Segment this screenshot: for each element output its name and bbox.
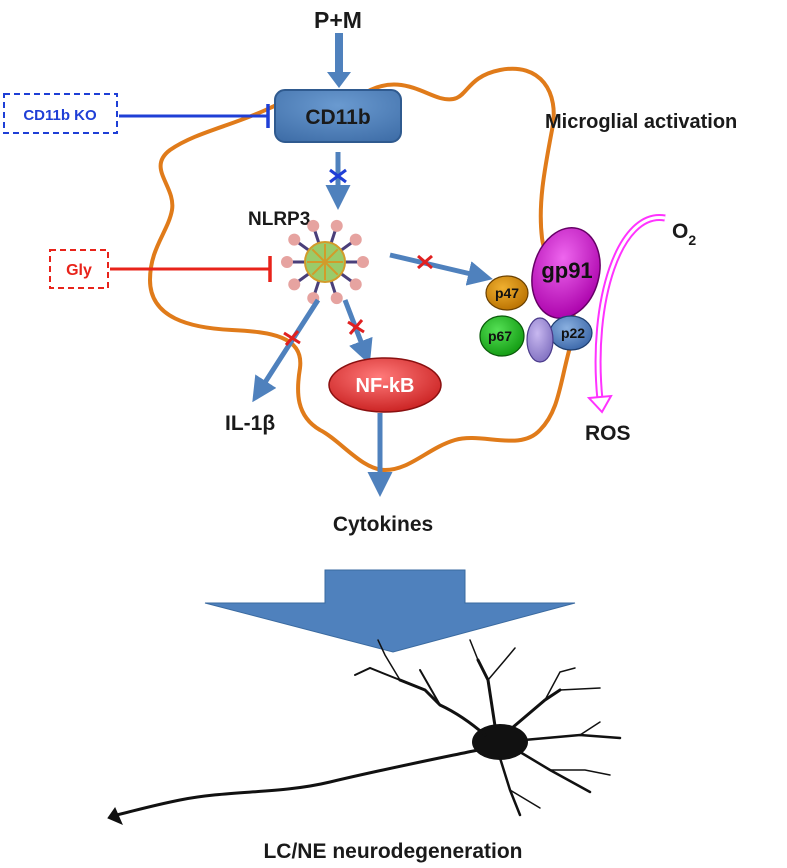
gly-inhibition-line xyxy=(110,256,272,282)
nfkb-node xyxy=(328,357,442,413)
nlrp3-tip xyxy=(288,278,301,291)
nlrp3-tip xyxy=(357,256,369,268)
microglial-activation-label: Microglial activation xyxy=(545,111,737,133)
red-block-x-icon xyxy=(283,330,301,346)
nadph-oxidase-complex xyxy=(479,227,601,363)
red-block-x-icon xyxy=(347,319,365,335)
nlrp3-tip xyxy=(330,292,343,305)
input-label: P+M xyxy=(314,7,362,33)
outcome-label: LC/NE neurodegeneration xyxy=(263,840,522,863)
cd11b-ko-inhibition-line xyxy=(119,104,270,128)
gly-label: Gly xyxy=(66,262,92,279)
cd11b-ko-box xyxy=(3,93,118,134)
cd11b-ko-label: CD11b KO xyxy=(23,107,97,124)
nlrp3-label: NLRP3 xyxy=(248,209,310,230)
nlrp3-to-nox-arrow xyxy=(389,252,493,286)
nlrp3-to-il1b-arrow xyxy=(252,298,321,403)
gp91-subunit xyxy=(531,227,601,319)
input-arrow xyxy=(327,33,351,88)
p47-subunit xyxy=(485,275,529,311)
nlrp3-to-nfkb-arrow xyxy=(342,299,373,365)
cd11b-receptor xyxy=(274,89,402,143)
p67-subunit xyxy=(479,315,525,357)
nlrp3-tip xyxy=(288,233,301,246)
nlrp3-tip xyxy=(281,256,293,268)
il1b-label: IL-1β xyxy=(225,412,275,435)
nlrp3-tip xyxy=(349,278,362,291)
p40-subunit xyxy=(526,317,554,363)
nlrp3-core-line xyxy=(311,248,326,263)
big-down-arrow xyxy=(204,569,576,653)
blue-block-x-icon xyxy=(329,168,347,184)
nlrp3-inflammasome-star-icon xyxy=(281,219,369,305)
o2-to-ros-arrow xyxy=(586,214,666,414)
nfkb-label: NF-kB xyxy=(356,375,415,397)
nlrp3-core-line xyxy=(324,248,339,263)
nlrp3-tip xyxy=(349,233,362,246)
nlrp3-core-line xyxy=(324,261,339,276)
cytokines-label: Cytokines xyxy=(333,513,433,536)
cd11b-label: CD11b xyxy=(305,106,370,129)
p47-label: p47 xyxy=(495,285,519,301)
gly-box xyxy=(49,249,109,289)
red-block-x-icon xyxy=(417,254,433,270)
neuron-icon xyxy=(107,639,622,825)
nlrp3-core-line xyxy=(311,261,326,276)
ros-label: ROS xyxy=(585,422,631,445)
nlrp3-tip xyxy=(307,219,320,232)
microglia-membrane xyxy=(147,66,577,473)
nlrp3-tip xyxy=(330,219,343,232)
p22-label: p22 xyxy=(561,325,585,341)
gp91-label: gp91 xyxy=(541,258,592,283)
o2-label: O2 xyxy=(672,220,696,248)
p67-label: p67 xyxy=(488,328,512,344)
